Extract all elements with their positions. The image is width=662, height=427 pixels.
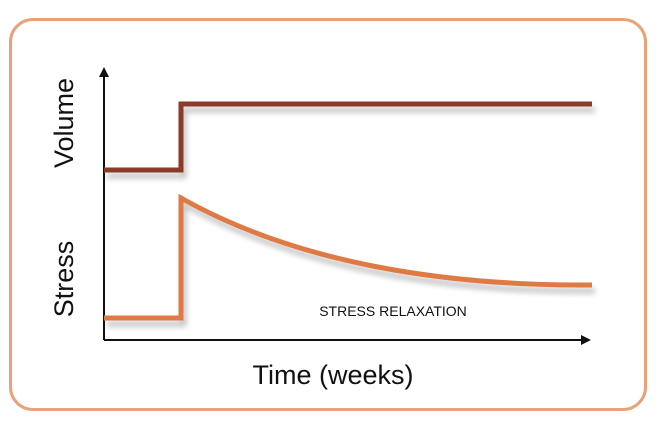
stress-relaxation-annotation: STRESS RELAXATION (319, 303, 467, 319)
volume-curve (104, 101, 592, 173)
diagram-frame (9, 18, 647, 411)
time-axis-label: Time (weeks) (252, 360, 413, 390)
stress-label: Stress (49, 241, 79, 318)
volume-label: Volume (49, 78, 79, 168)
stress-curve (104, 193, 593, 321)
